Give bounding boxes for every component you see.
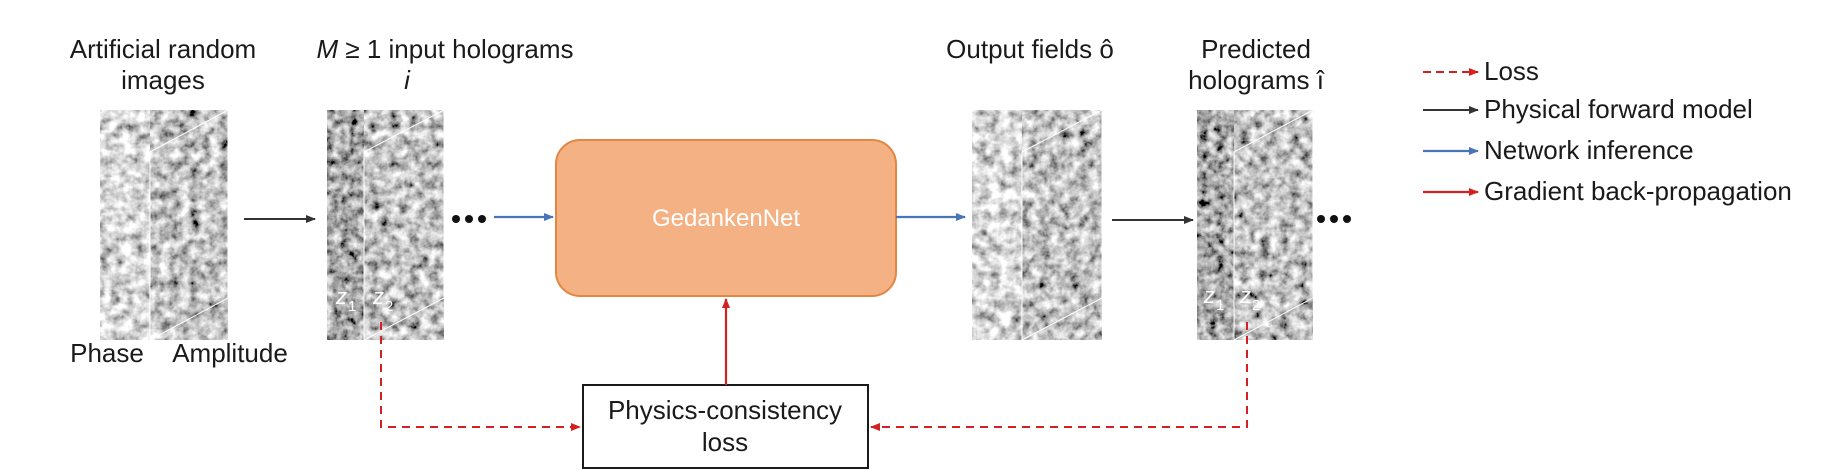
loss-arrow-from-predicted: [870, 322, 1248, 431]
predicted-ellipsis: [1317, 215, 1351, 223]
input-hologram-z2: [364, 110, 444, 340]
input-ellipsis: [452, 215, 486, 223]
predicted-z1-label: z 1: [1203, 283, 1224, 314]
svg-text:1: 1: [348, 298, 356, 315]
phase-label: Phase: [70, 338, 144, 368]
output-fields-stack: [972, 109, 1103, 341]
artificial-images-title-line2: images: [121, 65, 205, 95]
physics-loss-label-line2: loss: [702, 427, 748, 457]
legend-label-network-inference: Network inference: [1484, 135, 1694, 165]
svg-text:2: 2: [385, 298, 393, 315]
svg-text:z: z: [1203, 283, 1215, 308]
legend-item-forward-model: Physical forward model: [1423, 94, 1753, 124]
input-z1-label: z 1: [335, 284, 356, 315]
legend-label-loss: Loss: [1484, 56, 1539, 86]
amplitude-label: Amplitude: [172, 338, 288, 368]
predicted-holograms-title-line1: Predicted: [1201, 34, 1311, 64]
output-fields-title: Output fields ô: [946, 34, 1114, 64]
artificial-images-stack: [100, 109, 229, 341]
amplitude-image: [150, 110, 228, 340]
output-field-2: [1022, 110, 1102, 340]
svg-text:1: 1: [1216, 297, 1224, 314]
predicted-holograms-stack: [1197, 109, 1314, 341]
artificial-images-title-line1: Artificial random: [70, 34, 256, 64]
svg-text:z: z: [335, 284, 347, 309]
legend-item-gradient: Gradient back-propagation: [1423, 176, 1792, 206]
input-holograms-title-line2: i: [404, 65, 411, 95]
physics-loss-label-line1: Physics-consistency: [608, 395, 842, 425]
physics-loss-box: [582, 384, 869, 469]
svg-text:z: z: [372, 284, 384, 309]
input-holograms-title-line1: M ≥ 1 input holograms: [316, 34, 573, 64]
predicted-holograms-title-line2: holograms î: [1188, 65, 1325, 95]
legend-label-forward-model: Physical forward model: [1484, 94, 1753, 124]
svg-text:z: z: [1239, 283, 1251, 308]
legend-item-network-inference: Network inference: [1423, 135, 1694, 165]
svg-text:2: 2: [1252, 297, 1260, 314]
legend-label-gradient: Gradient back-propagation: [1484, 176, 1792, 206]
input-z2-label: z 2: [372, 284, 393, 315]
legend-item-loss: Loss: [1423, 56, 1539, 86]
predicted-hologram-z2: [1234, 110, 1313, 340]
predicted-z2-label: z 2: [1239, 283, 1260, 314]
legend: Loss Physical forward model Network infe…: [1423, 56, 1792, 206]
gedankennet-label: GedankenNet: [652, 205, 800, 232]
input-holograms-stack: [327, 109, 445, 341]
loss-arrow-from-inputs: [380, 322, 581, 431]
